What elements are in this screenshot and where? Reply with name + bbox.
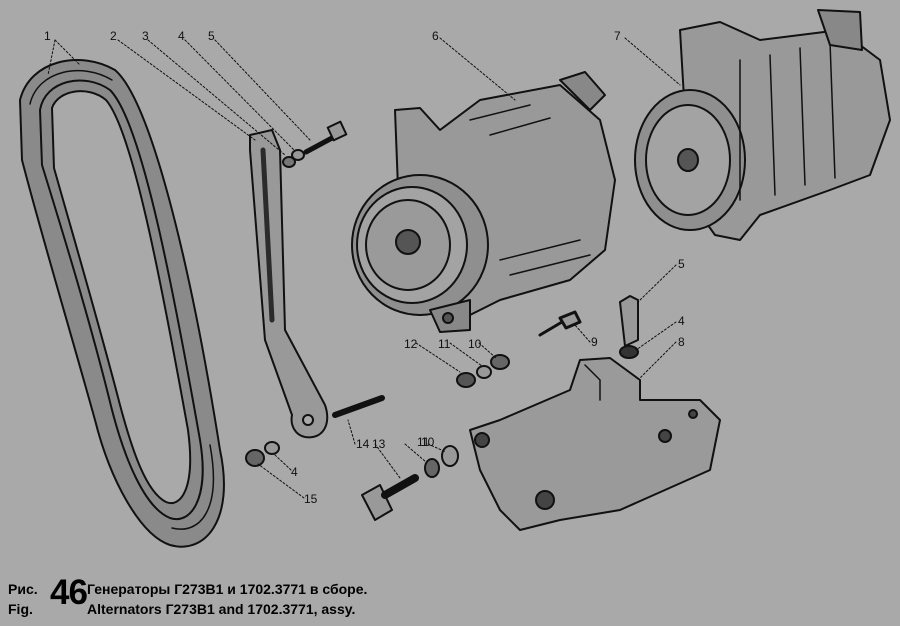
callout-4-right: 4: [678, 314, 685, 328]
callout-11-upper: 11: [438, 337, 451, 351]
mounting-bracket: [469, 357, 721, 531]
nut-washer-lower-left: [245, 441, 280, 467]
adjusting-bar: [249, 129, 329, 439]
callout-14: 14: [356, 437, 370, 451]
callout-11-lower: 11: [417, 435, 430, 449]
callout-7: 7: [614, 29, 621, 43]
alternator-g273v1: [351, 71, 616, 333]
callout-10-lower: 10: [421, 435, 435, 449]
exploded-assembly-drawing: 1 2 3 4 5 6 7 5 4 8 9 12 11 10 14 13 11 …: [19, 9, 891, 548]
leader-lines: [47, 37, 681, 499]
callout-13: 13: [372, 437, 386, 451]
caption-title-ru: Генераторы Г273В1 и 1702.3771 в сборе.: [87, 581, 368, 597]
callout-8: 8: [678, 335, 685, 349]
caption-prefixes: Рис. Fig.: [8, 579, 38, 619]
callout-4-lower: 4: [291, 465, 298, 479]
callout-9: 9: [591, 335, 598, 349]
caption-title-en: Alternators Г273В1 and 1702.3771, assy.: [87, 601, 356, 617]
stud-lower: [332, 395, 385, 418]
callout-numbers: 1 2 3 4 5 6 7 5 4 8 9 12 11 10 14 13 11 …: [44, 29, 685, 506]
callout-2: 2: [110, 29, 117, 43]
alternator-1702-3771: [634, 9, 891, 241]
callout-5-right: 5: [678, 257, 685, 271]
caption-titles: Генераторы Г273В1 и 1702.3771 в сборе. A…: [87, 579, 367, 619]
caption-prefix-en: Fig.: [8, 601, 33, 617]
callout-10-upper: 10: [468, 337, 482, 351]
callout-12: 12: [404, 337, 418, 351]
nut-washers-upper: [456, 354, 510, 388]
bolt-washers-lower: [361, 445, 459, 521]
callout-6: 6: [432, 29, 439, 43]
figure-caption: Рис. Fig. 46 Генераторы Г273В1 и 1702.37…: [8, 571, 892, 621]
callout-15: 15: [304, 492, 318, 506]
callout-5: 5: [208, 29, 215, 43]
callout-3: 3: [142, 29, 149, 43]
caption-prefix-ru: Рис.: [8, 581, 38, 597]
bolt-and-washer-right: [619, 295, 639, 359]
callout-4: 4: [178, 29, 185, 43]
callout-1: 1: [44, 29, 51, 43]
drive-belts: [19, 59, 225, 548]
stud-upper: [538, 310, 582, 337]
bolt-and-washers-upper: [282, 120, 348, 168]
figure-number: 46: [50, 573, 88, 612]
